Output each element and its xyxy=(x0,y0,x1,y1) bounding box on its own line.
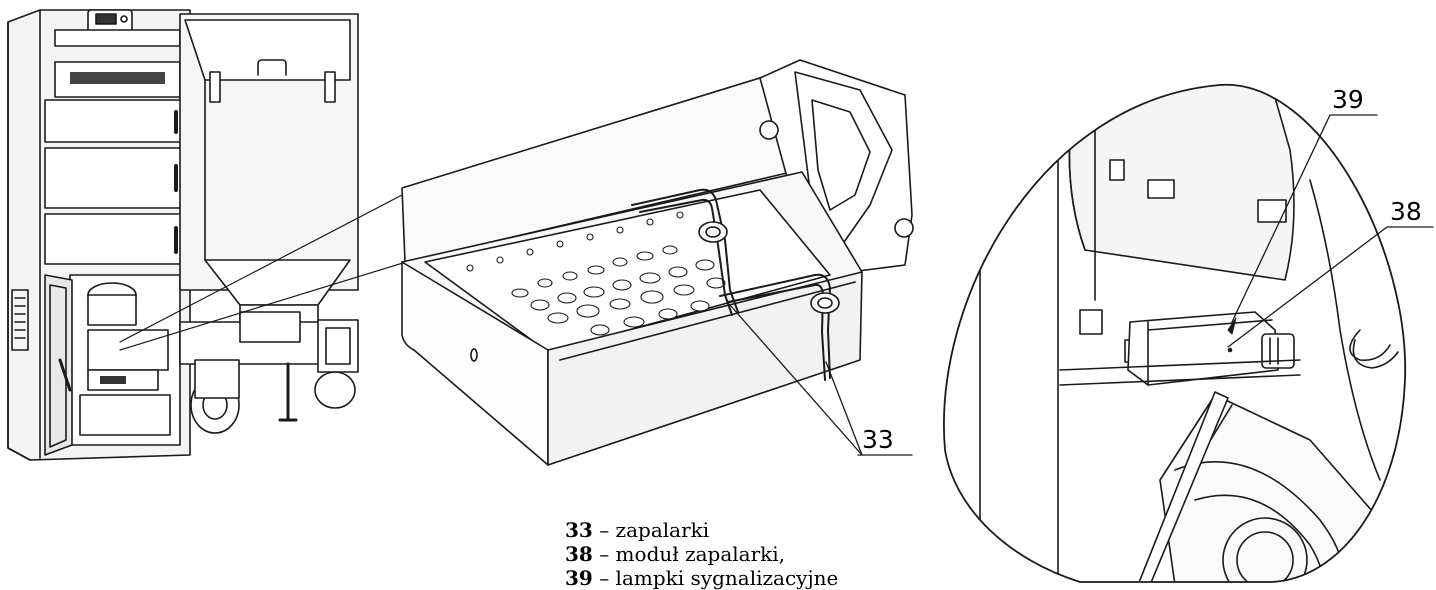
callout-39: 39 xyxy=(1227,85,1378,335)
boiler-illustration xyxy=(7,9,359,461)
callout-33-label: 33 xyxy=(862,425,894,454)
callout-33: 33 xyxy=(729,304,913,456)
detail-leader-bottom xyxy=(119,261,407,351)
callout-39-label: 39 xyxy=(1332,85,1364,114)
legend: 33 – zapalarki 38 – moduł zapalarki, 39 … xyxy=(565,518,838,590)
detail-magnifier xyxy=(943,84,1406,583)
callout-38-label: 38 xyxy=(1390,197,1422,226)
detail-leader-top xyxy=(119,194,403,343)
legend-item-38: 38 – moduł zapalarki, xyxy=(565,542,838,566)
legend-text: – moduł zapalarki, xyxy=(592,542,786,566)
burner-illustration xyxy=(401,59,914,466)
callout-38: 38 xyxy=(1227,197,1434,348)
legend-number: 39 xyxy=(565,566,593,590)
legend-item-39: 39 – lampki sygnalizacyjne xyxy=(565,566,838,590)
legend-text: – zapalarki xyxy=(592,518,710,542)
legend-item-33: 33 – zapalarki xyxy=(565,518,838,542)
legend-number: 38 xyxy=(565,542,593,566)
legend-text: – lampki sygnalizacyjne xyxy=(592,566,839,590)
legend-number: 33 xyxy=(565,518,593,542)
